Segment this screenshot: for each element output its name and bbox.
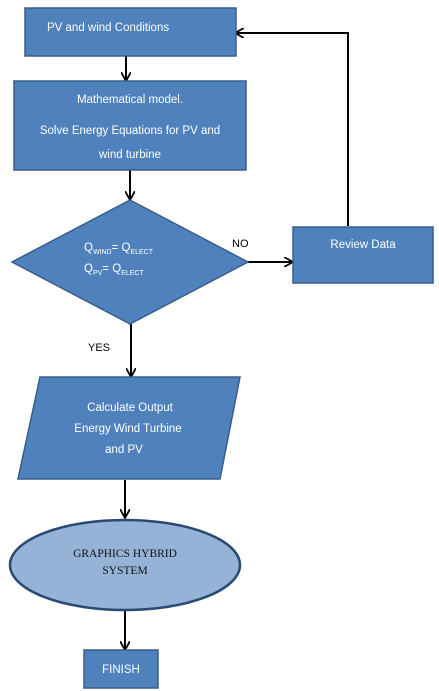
graphics-line-1: GRAPHICS HYBRID [73, 548, 177, 560]
calculate-line-2: Energy Wind Turbine [74, 423, 181, 435]
node-finish: FINISH [83, 649, 159, 689]
node-conditions: PV and wind Conditions [24, 7, 237, 57]
connectors [125, 33, 349, 649]
model-line-2: Solve Energy Equations for PV and [40, 125, 220, 137]
finish-label: FINISH [102, 664, 140, 676]
node-calculate: Calculate Output Energy Wind Turbine and… [17, 376, 241, 480]
conditions-label: PV and wind Conditions [47, 22, 169, 34]
decision-equation-1: QWIND= QELECT [84, 242, 154, 256]
model-line-1: Mathematical model. [77, 94, 183, 106]
edge-label-yes: YES [88, 342, 110, 354]
arrow-review-to-conditions [236, 33, 349, 226]
node-graphics: GRAPHICS HYBRID SYSTEM [8, 518, 242, 612]
graphics-line-2: SYSTEM [102, 565, 147, 577]
node-model: Mathematical model. Solve Energy Equatio… [13, 80, 247, 171]
calculate-line-3: and PV [105, 444, 143, 456]
node-decision: QWIND= QELECT QPV= QELECT [10, 199, 250, 325]
review-label: Review Data [330, 239, 396, 251]
node-review: Review Data [292, 226, 434, 284]
edge-label-no: NO [232, 238, 249, 250]
model-line-3: wind turbine [98, 149, 161, 161]
decision-equation-2: QPV= QELECT [84, 263, 144, 277]
calculate-line-1: Calculate Output [87, 402, 173, 414]
